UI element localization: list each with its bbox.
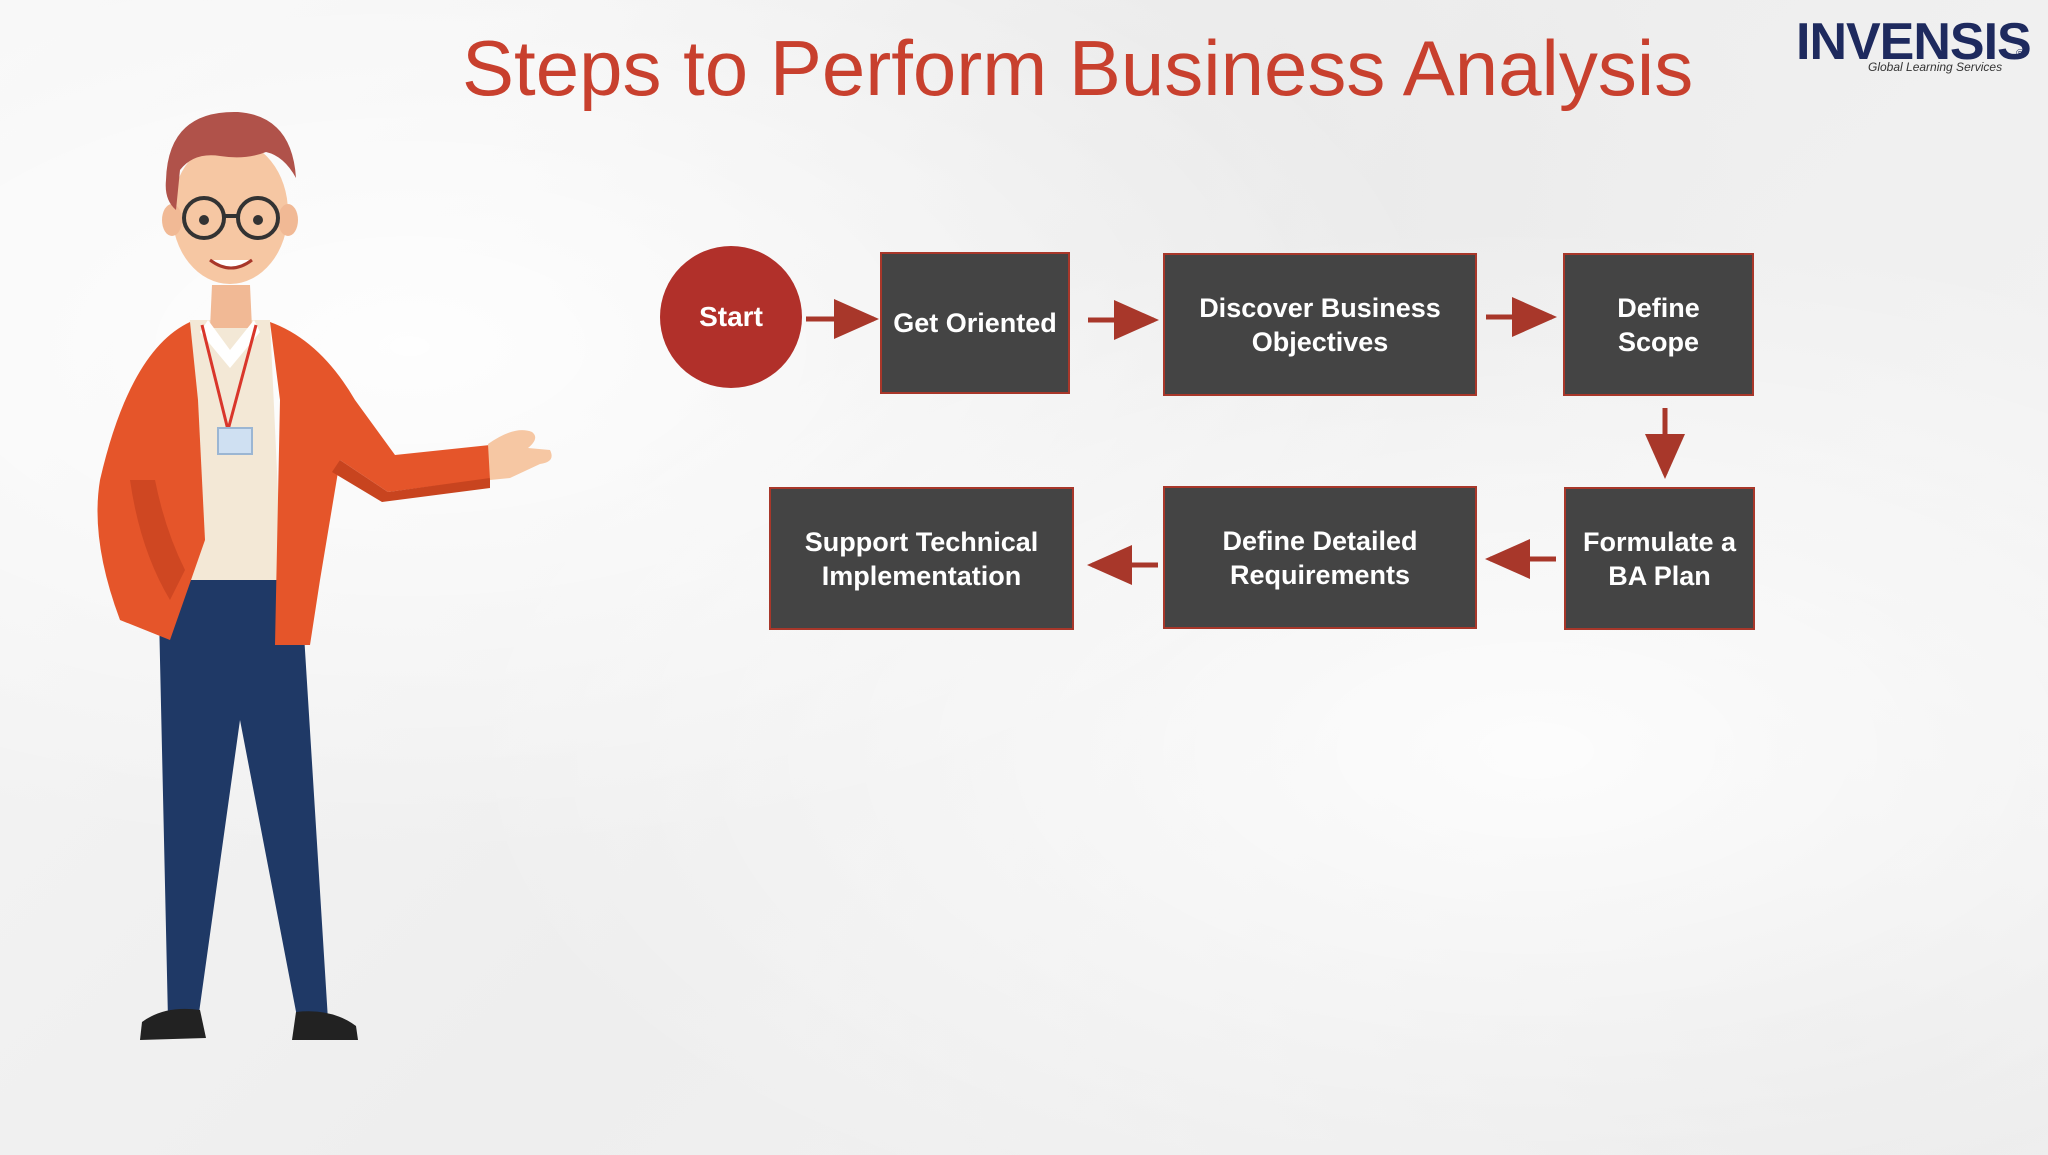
logo-tagline: Global Learning Services xyxy=(1868,60,2003,74)
flow-node-get-oriented: Get Oriented xyxy=(880,252,1070,394)
slide-title: Steps to Perform Business Analysis xyxy=(462,24,1694,112)
flow-node-formulate-ba-plan: Formulate a BA Plan xyxy=(1564,487,1755,630)
flow-node-support-technical-implementation: Support Technical Implementation xyxy=(769,487,1074,630)
flow-node-define-detailed-requirements: Define Detailed Requirements xyxy=(1163,486,1477,629)
flow-node-start: Start xyxy=(660,246,802,388)
presenter-illustration xyxy=(97,111,552,1040)
flow-node-discover-business-objectives: Discover Business Objectives xyxy=(1163,253,1477,396)
logo-registered-mark: ® xyxy=(2016,48,2025,60)
flow-node-define-scope: Define Scope xyxy=(1563,253,1754,396)
invensis-logo: INVENSIS ® Global Learning Services xyxy=(1796,14,2032,76)
logo-wordmark: INVENSIS xyxy=(1796,13,2032,71)
